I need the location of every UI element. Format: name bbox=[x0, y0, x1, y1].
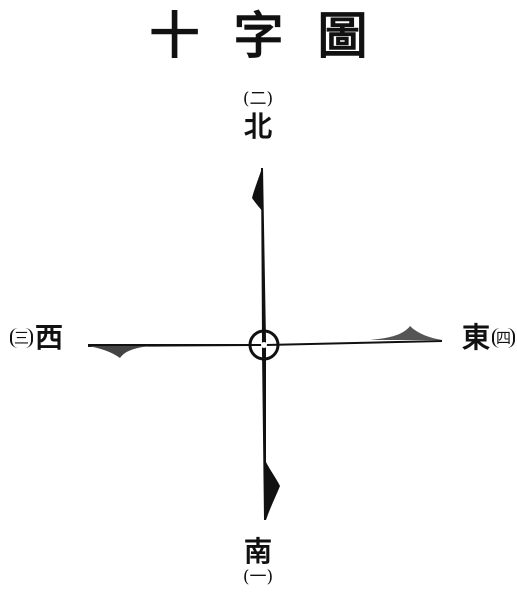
north-blade bbox=[252, 168, 263, 212]
west-blade bbox=[88, 346, 150, 358]
south-blade bbox=[266, 462, 280, 520]
center-core bbox=[261, 342, 267, 348]
east-blade bbox=[370, 326, 442, 340]
